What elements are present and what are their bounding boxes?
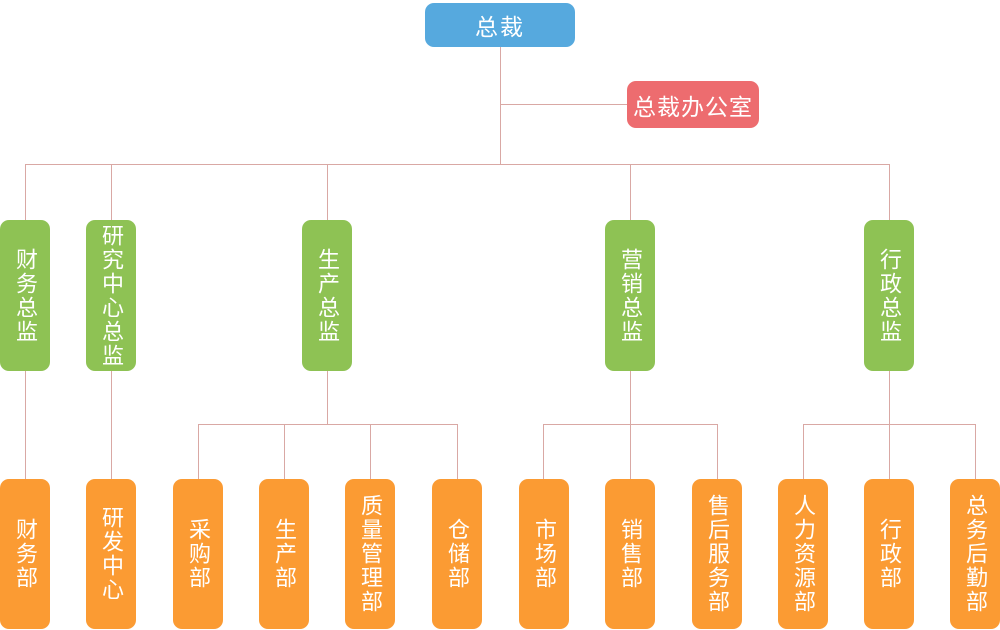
org-node-market-dept[interactable]: 市场部 xyxy=(519,479,569,629)
connector-line xyxy=(25,371,26,479)
connector-line xyxy=(111,164,112,220)
connector-line xyxy=(111,371,112,479)
org-node-quality-mgmt-dept[interactable]: 质量管理部 xyxy=(345,479,395,629)
connector-line xyxy=(198,424,457,425)
org-node-ceo[interactable]: 总裁 xyxy=(425,3,575,47)
connector-line xyxy=(500,47,501,164)
connector-line xyxy=(630,164,631,220)
org-node-finance-dept[interactable]: 财务部 xyxy=(0,479,50,629)
org-node-finance-director[interactable]: 财务总监 xyxy=(0,220,50,371)
connector-line xyxy=(630,371,631,425)
connector-line xyxy=(25,164,26,220)
org-node-hr-dept[interactable]: 人力资源部 xyxy=(778,479,828,629)
connector-line xyxy=(457,424,458,479)
org-node-purchasing-dept[interactable]: 采购部 xyxy=(173,479,223,629)
org-node-rd-center[interactable]: 研发中心 xyxy=(86,479,136,629)
connector-line xyxy=(25,164,889,165)
connector-line xyxy=(889,424,890,479)
org-node-general-affairs-logistics-dept[interactable]: 总务后勤部 xyxy=(950,479,1000,629)
connector-line xyxy=(889,164,890,220)
connector-line xyxy=(630,424,631,479)
org-node-admin-director[interactable]: 行政总监 xyxy=(864,220,914,371)
connector-line xyxy=(370,424,371,479)
connector-line xyxy=(975,424,976,479)
org-node-production-director[interactable]: 生产总监 xyxy=(302,220,352,371)
org-node-production-dept[interactable]: 生产部 xyxy=(259,479,309,629)
connector-line xyxy=(284,424,285,479)
org-node-marketing-director[interactable]: 营销总监 xyxy=(605,220,655,371)
connector-line xyxy=(717,424,718,479)
org-node-research-center-director[interactable]: 研究中心总监 xyxy=(86,220,136,371)
connector-line xyxy=(889,371,890,425)
connector-line xyxy=(327,164,328,220)
connector-line xyxy=(198,424,199,479)
connector-line xyxy=(543,424,544,479)
connector-line xyxy=(803,424,804,479)
org-node-sales-dept[interactable]: 销售部 xyxy=(605,479,655,629)
org-node-admin-dept[interactable]: 行政部 xyxy=(864,479,914,629)
connector-line xyxy=(327,371,328,425)
org-node-warehouse-dept[interactable]: 仓储部 xyxy=(432,479,482,629)
org-node-president-office[interactable]: 总裁办公室 xyxy=(627,81,759,128)
connector-line xyxy=(500,104,627,105)
org-node-after-sales-service-dept[interactable]: 售后服务部 xyxy=(692,479,742,629)
